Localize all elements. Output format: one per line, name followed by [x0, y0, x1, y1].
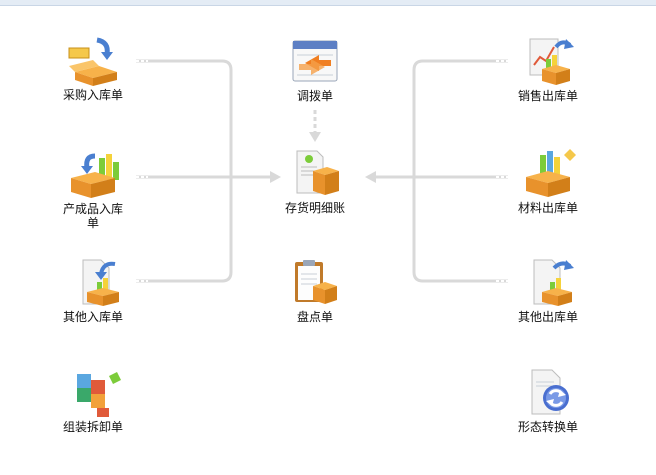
tile-other-out[interactable]: 其他出库单 — [508, 258, 588, 324]
box-with-arrow-icon — [68, 37, 117, 86]
tile-assembly[interactable]: 组装拆卸单 — [53, 368, 133, 434]
top-border — [0, 0, 656, 6]
tile-label: 产成品入库单 — [62, 202, 123, 230]
tile-label: 销售出库单 — [517, 89, 578, 103]
tile-label: 形态转换单 — [517, 420, 578, 434]
right-bracket-line — [412, 59, 508, 283]
tile-sales-out[interactable]: 销售出库单 — [508, 37, 588, 103]
ledger-box-icon — [296, 150, 339, 195]
document-box-arrow-icon — [82, 259, 119, 306]
tile-stocktake[interactable]: 盘点单 — [275, 258, 355, 324]
tile-label: 材料出库单 — [517, 201, 578, 215]
arrow-to-ledger-right — [365, 171, 376, 183]
tile-label: 其他入库单 — [62, 310, 123, 324]
tile-label: 采购入库单 — [62, 88, 123, 102]
tile-other-in[interactable]: 其他入库单 — [53, 258, 133, 324]
tile-transfer[interactable]: 调拨单 — [275, 37, 355, 103]
tile-form-change[interactable]: 形态转换单 — [508, 368, 588, 434]
tile-purchase-in[interactable]: 采购入库单 — [53, 36, 133, 102]
document-box-out-icon — [533, 259, 574, 306]
arrow-to-ledger-left — [270, 171, 281, 183]
left-bracket-line — [136, 59, 233, 283]
tile-label: 存货明细账 — [284, 201, 345, 215]
colored-blocks-icon — [77, 372, 121, 417]
transfer-window-icon — [292, 40, 338, 82]
chart-box-arrow-icon — [529, 38, 574, 85]
tile-material-out[interactable]: 材料出库单 — [508, 149, 588, 215]
tile-label: 其他出库单 — [517, 310, 578, 324]
tile-product-in[interactable]: 产成品入库单 — [53, 150, 133, 230]
tile-label: 调拨单 — [296, 89, 333, 103]
box-with-bars-icon — [526, 149, 576, 197]
tile-label: 盘点单 — [296, 310, 333, 324]
arrow-to-ledger-top — [309, 132, 321, 142]
document-cycle-icon — [531, 369, 569, 415]
clipboard-box-icon — [295, 260, 337, 304]
tile-label: 组装拆卸单 — [62, 420, 123, 434]
tile-ledger[interactable]: 存货明细账 — [275, 149, 355, 215]
box-with-chart-icon — [71, 153, 119, 198]
